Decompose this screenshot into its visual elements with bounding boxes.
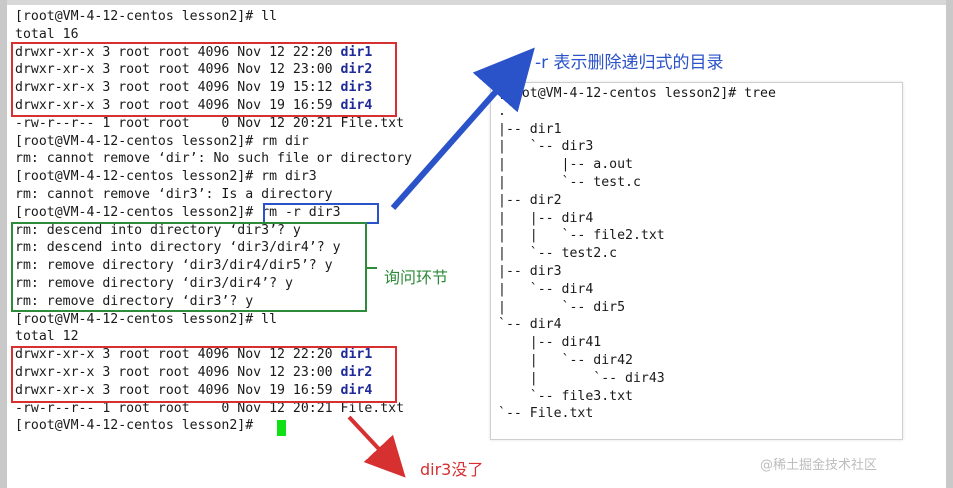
directory-name: dir1 [340, 347, 373, 363]
tree-line: `-- file3.txt [498, 388, 633, 404]
directory-name: dir4 [340, 382, 373, 398]
watermark: @稀土掘金技术社区 [760, 458, 878, 473]
tree-line: | |-- a.out [498, 157, 633, 173]
terminal-line: total 16 [15, 26, 79, 44]
tree-line: | `-- dir43 [498, 370, 665, 386]
terminal-line: total 12 [15, 328, 79, 346]
terminal-text: total 16 [15, 26, 79, 42]
terminal-line: [root@VM-4-12-centos lesson2]# rm -r dir… [15, 204, 341, 222]
terminal-line: rm: remove directory ‘dir3/dir4’? y [15, 275, 293, 293]
terminal-line: [root@VM-4-12-centos lesson2]# ll [15, 8, 277, 26]
terminal-line: rm: cannot remove ‘dir3’: Is a directory [15, 186, 333, 204]
terminal-line: rm: descend into directory ‘dir3’? y [15, 222, 301, 240]
window-top-strip [0, 0, 953, 5]
terminal-line: rm: remove directory ‘dir3’? y [15, 293, 253, 311]
annotation-r-flag: -r 表示删除递归式的目录 [535, 53, 724, 73]
terminal-text: drwxr-xr-x 3 root root 4096 Nov 19 16:59 [15, 382, 341, 398]
terminal-line: rm: descend into directory ‘dir3/dir4’? … [15, 239, 341, 257]
arrow-red [347, 415, 406, 478]
terminal-line: [root@VM-4-12-centos lesson2]# rm dir3 [15, 168, 317, 186]
annotation-dir3-gone: dir3没了 [420, 460, 484, 479]
terminal-line: [root@VM-4-12-centos lesson2]# rm dir [15, 133, 309, 151]
terminal-line: [root@VM-4-12-centos lesson2]# [15, 417, 261, 435]
terminal-text: rm: remove directory ‘dir3/dir4/dir5’? y [15, 258, 333, 274]
tree-line: `-- File.txt [498, 406, 594, 422]
terminal-line: drwxr-xr-x 3 root root 4096 Nov 12 22:20… [15, 44, 372, 62]
terminal-text: drwxr-xr-x 3 root root 4096 Nov 12 22:20 [15, 44, 341, 60]
terminal-text: rm: cannot remove ‘dir3’: Is a directory [15, 187, 333, 202]
tree-line: | `-- dir5 [498, 299, 626, 315]
tree-line: |-- dir2 [498, 192, 562, 208]
highlight-box-first-ll [11, 42, 397, 117]
tree-line: |-- dir3 [498, 264, 562, 279]
tree-line: | `-- test.c [498, 175, 641, 190]
terminal-line: rm: cannot remove ‘dir’: No such file or… [15, 150, 412, 168]
tree-line: [root@VM-4-12-centos lesson2]# tree [498, 86, 776, 101]
highlight-box-prompts [11, 222, 367, 312]
terminal-text: [root@VM-4-12-centos lesson2]# [15, 418, 262, 434]
terminal-text: -rw-r--r-- 1 root root 0 Nov 12 20:21 Fi… [15, 400, 405, 416]
arrow-blue [390, 47, 535, 210]
terminal-text: drwxr-xr-x 3 root root 4096 Nov 12 23:00 [15, 365, 341, 380]
terminal-text: total 12 [15, 329, 79, 345]
tree-line: | `-- test2.c [498, 246, 618, 262]
directory-name: dir2 [340, 62, 373, 78]
terminal-line: -rw-r--r-- 1 root root 0 Nov 12 20:21 Fi… [15, 115, 404, 133]
window-frame-left [0, 0, 7, 488]
directory-name: dir4 [340, 98, 373, 113]
tree-line: | |-- dir4 [498, 210, 594, 226]
terminal-text: rm: descend into directory ‘dir3/dir4’? … [15, 240, 341, 256]
terminal-line: -rw-r--r-- 1 root root 0 Nov 12 20:21 Fi… [15, 400, 404, 418]
highlight-box-second-ll [11, 346, 397, 403]
annotation-prompt-section: 询问环节 [384, 268, 449, 287]
terminal-line: drwxr-xr-x 3 root root 4096 Nov 12 22:20… [15, 346, 372, 364]
terminal-line: rm: remove directory ‘dir3/dir4/dir5’? y [15, 257, 333, 275]
tree-line: | `-- dir42 [498, 353, 633, 368]
tree-line: | `-- dir3 [498, 139, 594, 155]
terminal-cursor [277, 420, 286, 436]
directory-name: dir3 [340, 80, 373, 96]
terminal-text: drwxr-xr-x 3 root root 4096 Nov 19 15:12 [15, 80, 341, 96]
terminal-line: drwxr-xr-x 3 root root 4096 Nov 12 23:00… [15, 364, 372, 382]
terminal-text: rm: remove directory ‘dir3’? y [15, 293, 254, 309]
tree-line: |-- dir1 [498, 121, 562, 137]
terminal-line: drwxr-xr-x 3 root root 4096 Nov 19 15:12… [15, 79, 372, 97]
terminal-text: [root@VM-4-12-centos lesson2]# rm -r dir… [15, 204, 341, 220]
tree-line: | | `-- file2.txt [498, 228, 665, 244]
terminal-line: drwxr-xr-x 3 root root 4096 Nov 19 16:59… [15, 97, 372, 115]
tree-output-panel: [root@VM-4-12-centos lesson2]# tree.|-- … [490, 82, 903, 440]
terminal-text: -rw-r--r-- 1 root root 0 Nov 12 20:21 Fi… [15, 115, 405, 131]
terminal-text: [root@VM-4-12-centos lesson2]# ll [15, 311, 278, 327]
terminal-text: drwxr-xr-x 3 root root 4096 Nov 12 23:00 [15, 62, 341, 78]
tree-line: |-- dir41 [498, 335, 602, 351]
directory-name: dir1 [340, 44, 373, 60]
terminal-line: drwxr-xr-x 3 root root 4096 Nov 19 16:59… [15, 382, 372, 400]
window-frame-right [946, 0, 953, 488]
tree-line: `-- dir4 [498, 317, 562, 333]
terminal-text: drwxr-xr-x 3 root root 4096 Nov 12 22:20 [15, 347, 341, 363]
terminal-text: [root@VM-4-12-centos lesson2]# rm dir3 [15, 169, 317, 185]
terminal-text: drwxr-xr-x 3 root root 4096 Nov 19 16:59 [15, 98, 341, 113]
terminal-text: [root@VM-4-12-centos lesson2]# rm dir [15, 133, 309, 149]
tree-line: | `-- dir4 [498, 281, 594, 297]
terminal-text: [root@VM-4-12-centos lesson2]# ll [15, 9, 278, 24]
terminal-line: drwxr-xr-x 3 root root 4096 Nov 12 23:00… [15, 61, 372, 79]
terminal-text: rm: cannot remove ‘dir’: No such file or… [15, 151, 412, 167]
terminal-text: rm: descend into directory ‘dir3’? y [15, 222, 301, 238]
terminal-text: rm: remove directory ‘dir3/dir4’? y [15, 276, 293, 291]
terminal-line: [root@VM-4-12-centos lesson2]# ll [15, 311, 277, 329]
directory-name: dir2 [340, 365, 373, 380]
